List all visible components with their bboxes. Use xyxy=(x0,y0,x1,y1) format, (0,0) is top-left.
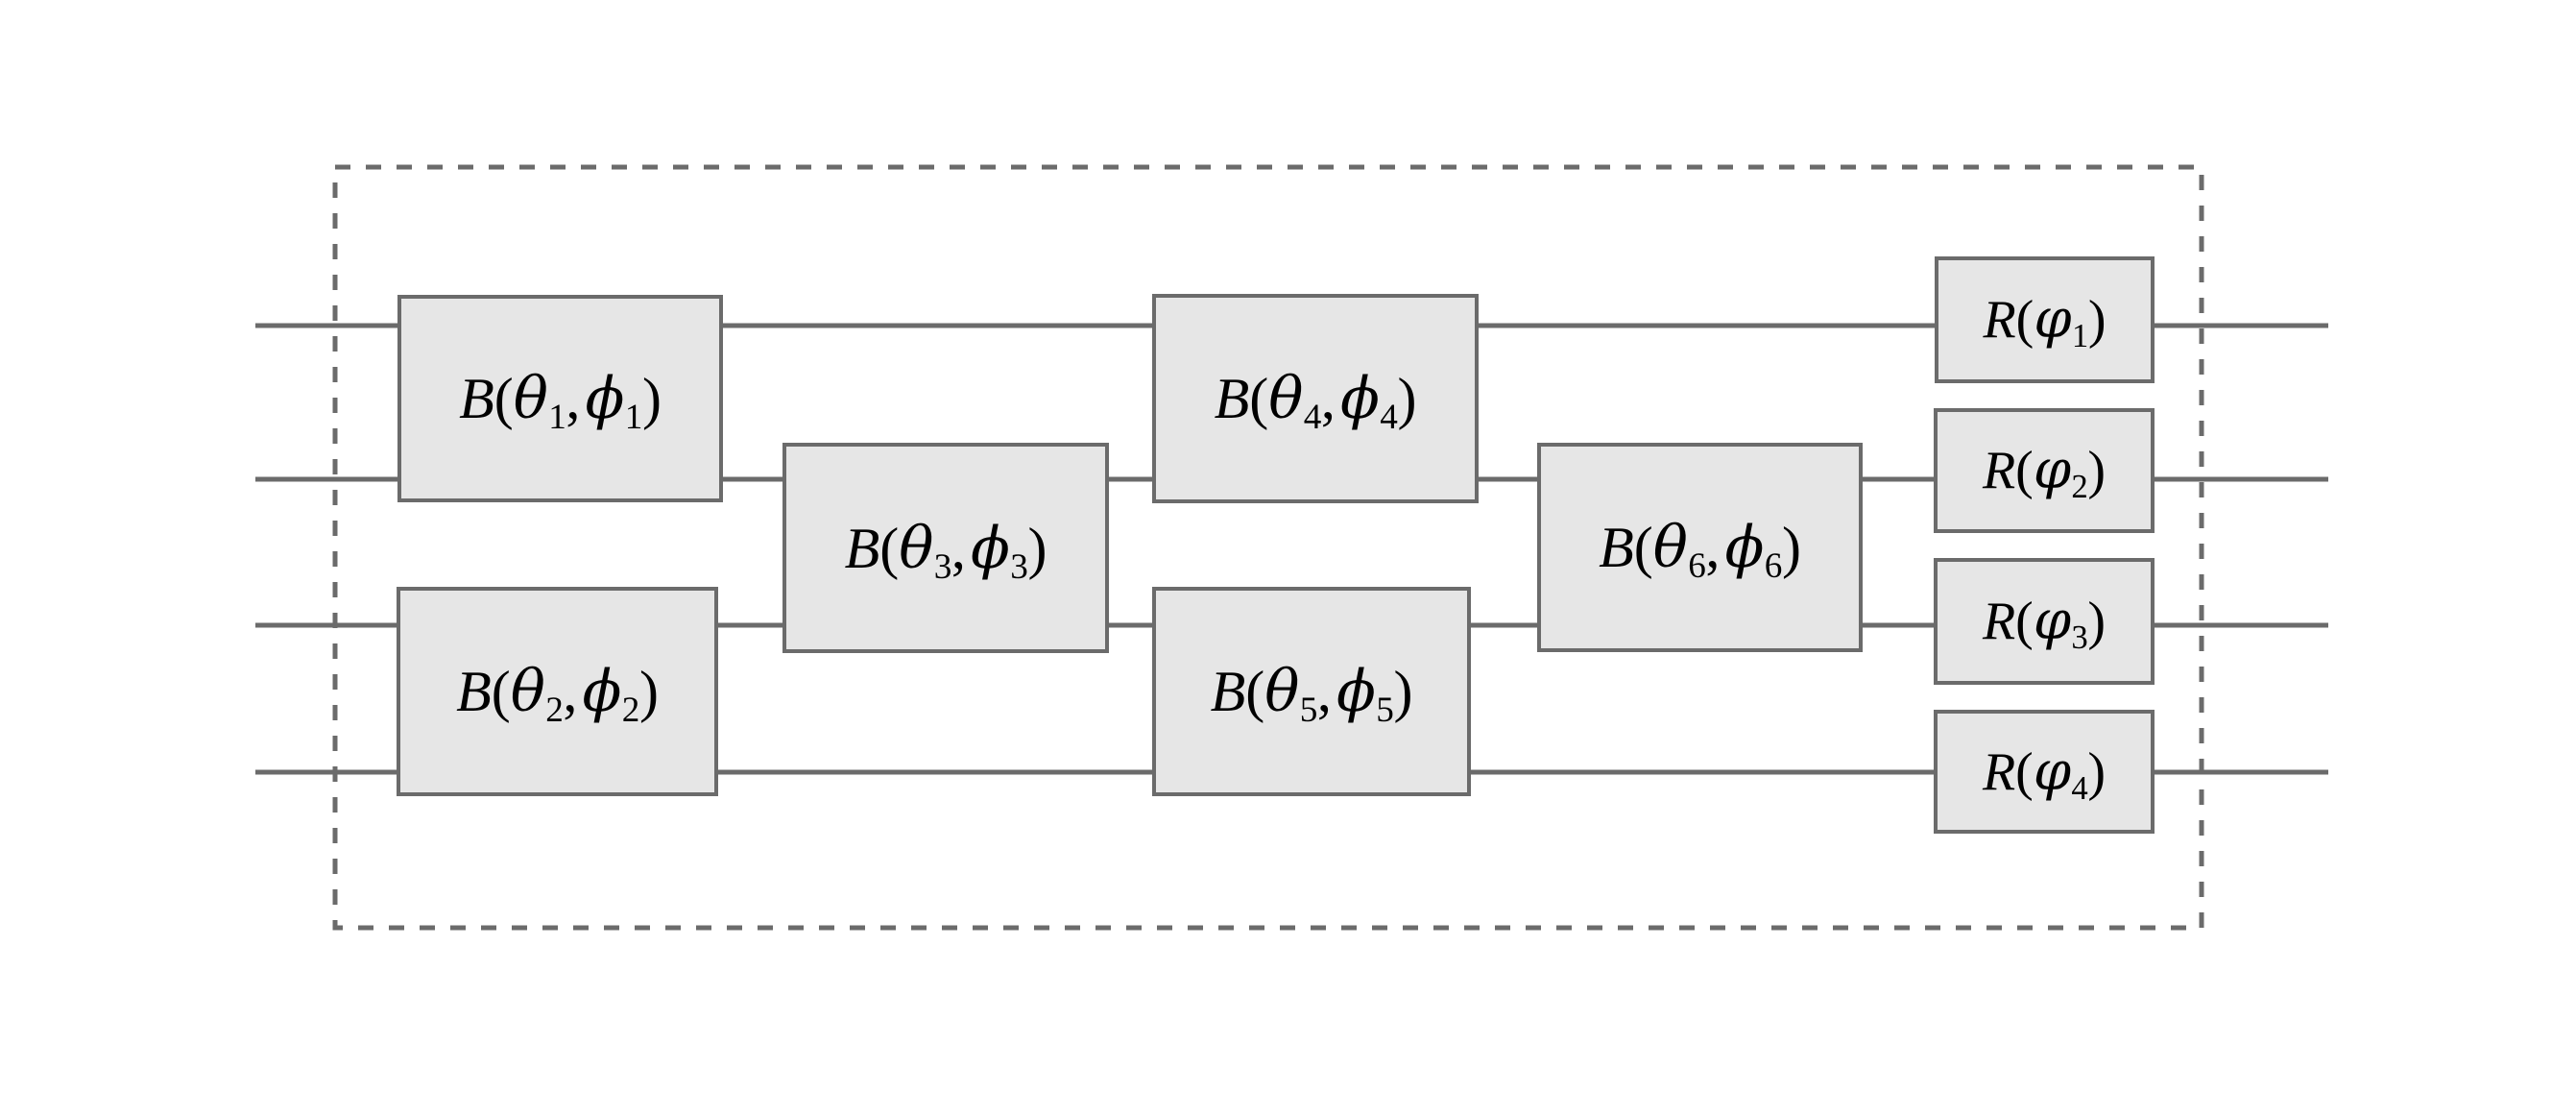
gate-body-B1[interactable] xyxy=(397,295,723,502)
gate-body-R1[interactable] xyxy=(1935,256,2155,383)
gate-body-R3[interactable] xyxy=(1934,558,2155,685)
gate-body-B2[interactable] xyxy=(397,587,718,796)
gate-body-B5[interactable] xyxy=(1152,587,1471,796)
gate-body-B3[interactable] xyxy=(782,443,1109,653)
dashed-boundary-box xyxy=(332,164,2204,931)
gate-body-B6[interactable] xyxy=(1537,443,1863,652)
gate-body-R2[interactable] xyxy=(1934,408,2155,533)
gate-body-R4[interactable] xyxy=(1934,710,2155,834)
gate-body-B4[interactable] xyxy=(1152,294,1479,503)
